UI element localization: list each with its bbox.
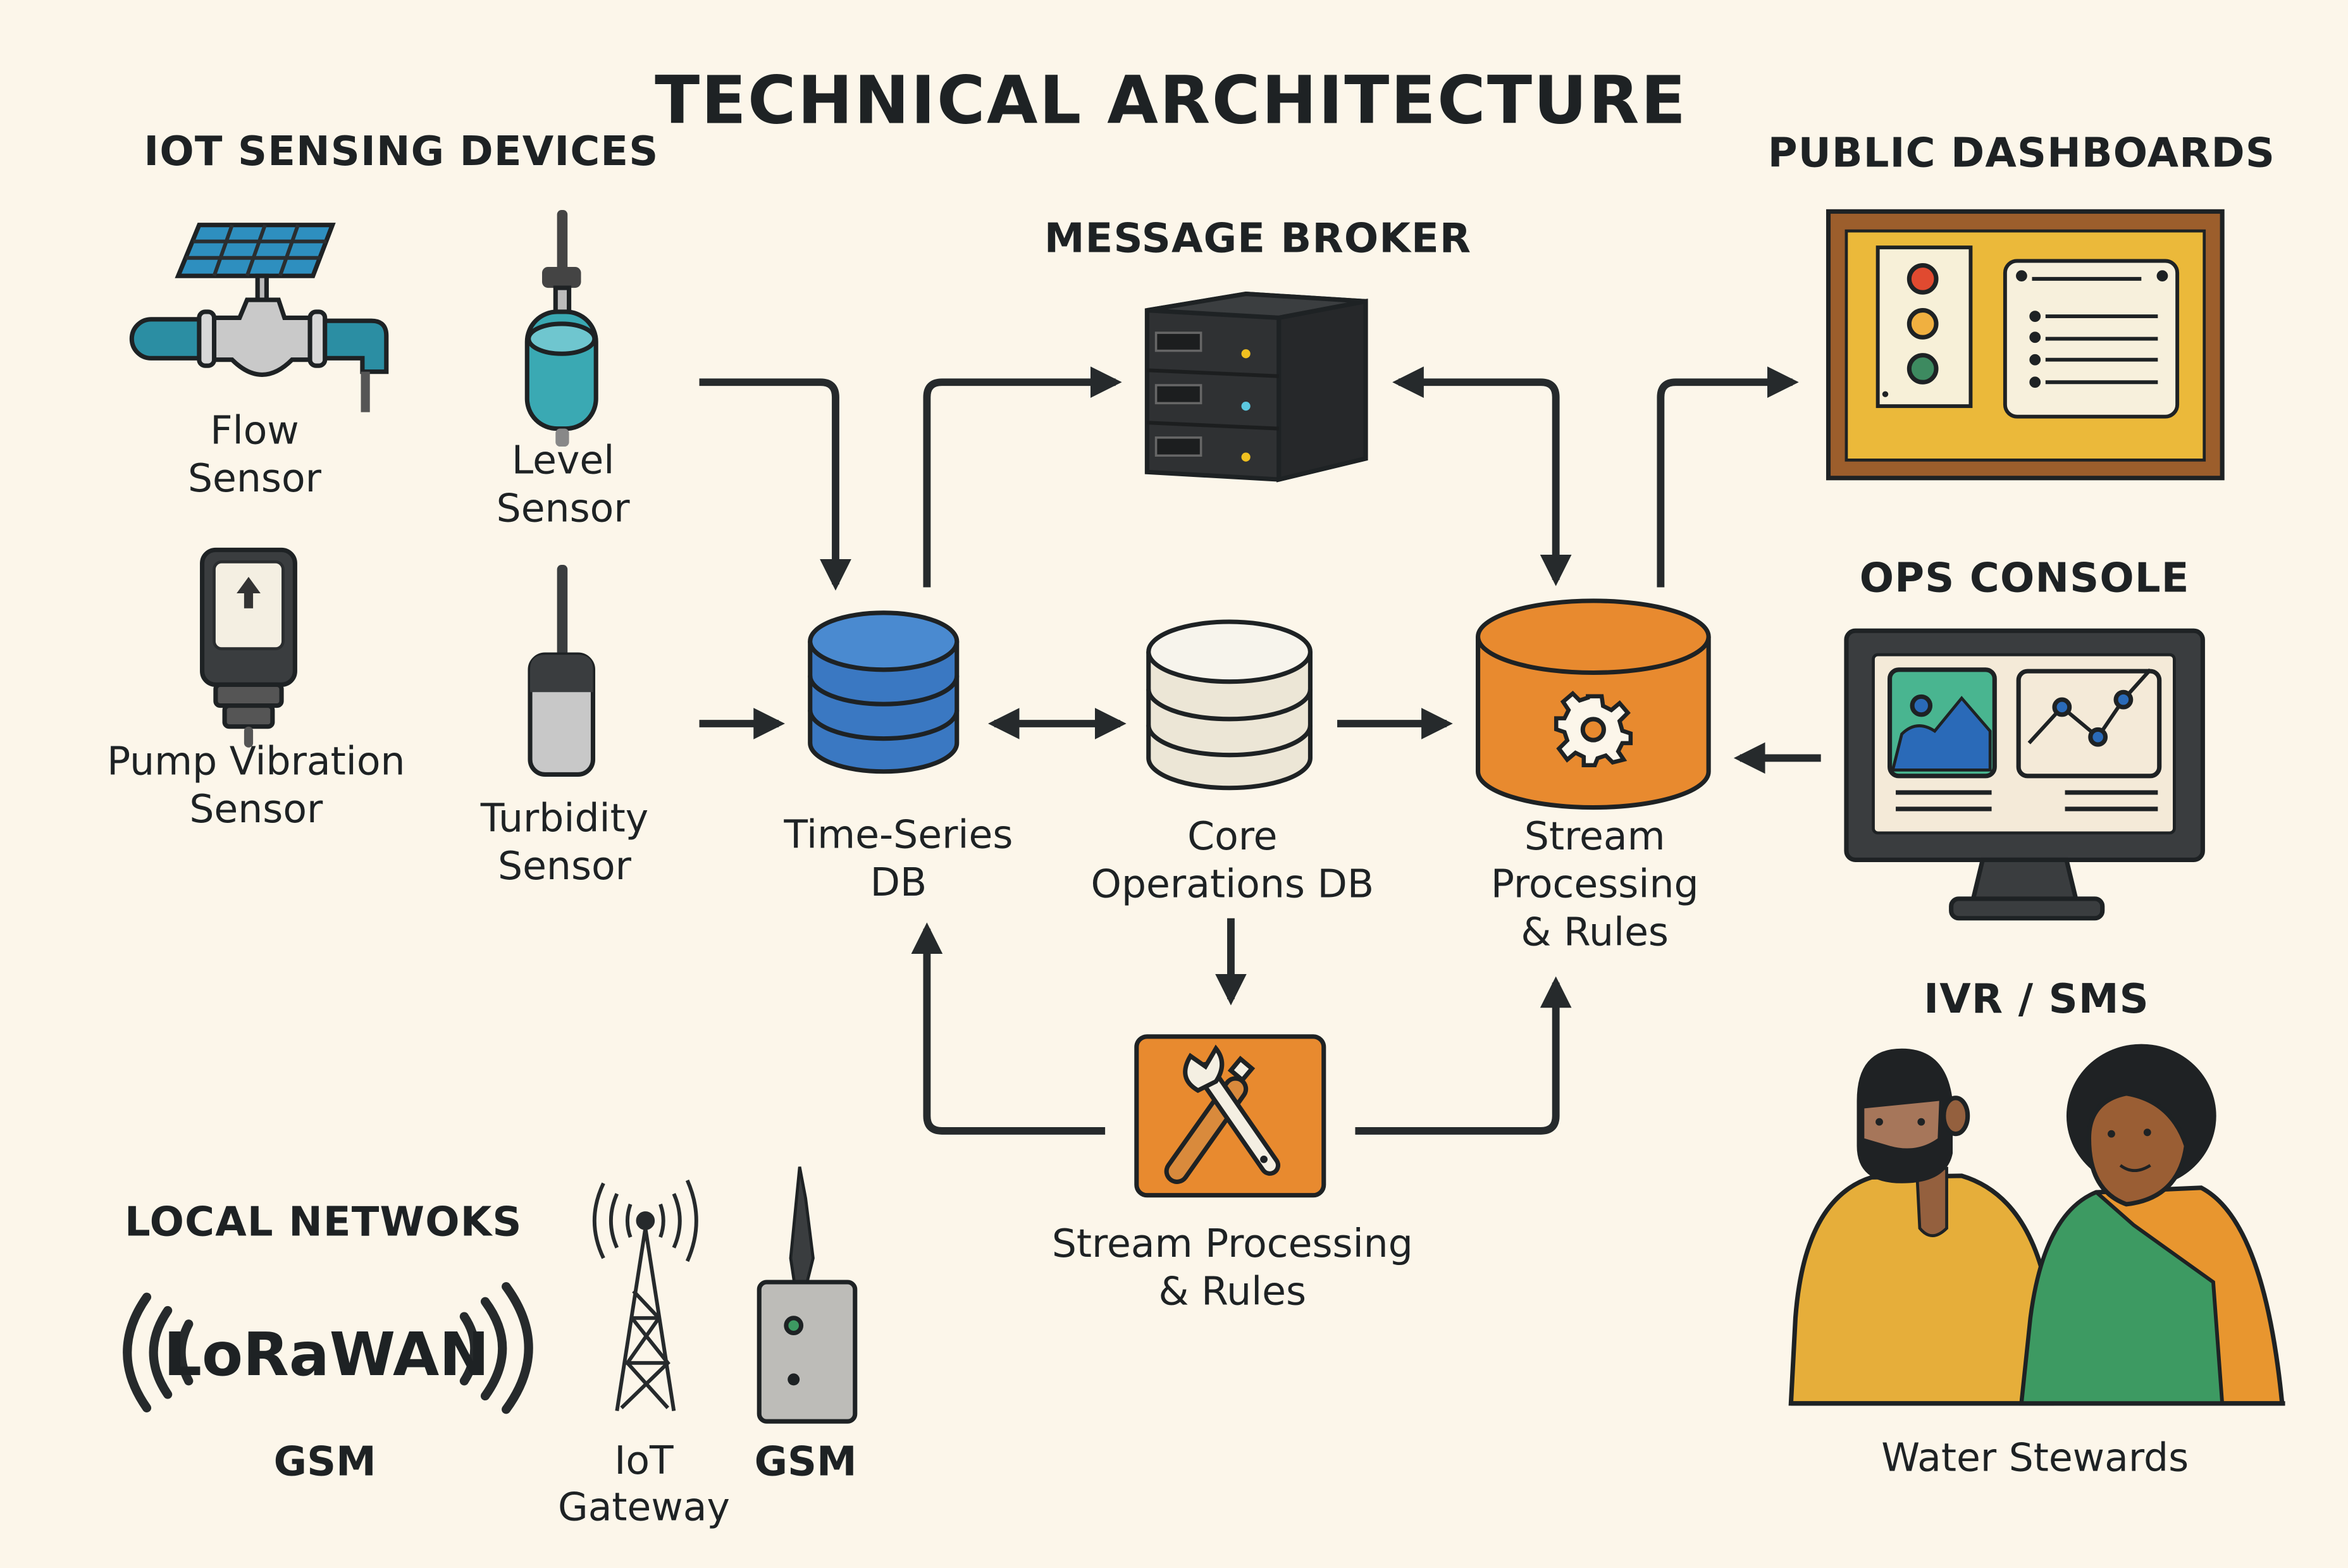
message-broker-heading: MESSAGE BROKER xyxy=(1044,215,1471,262)
flow-sensor-label-1: Flow xyxy=(210,407,299,453)
gsm-modem-label: GSM xyxy=(755,1438,857,1485)
lorawan-network[interactable]: LoRaWAN GSM xyxy=(123,1282,533,1485)
turbidity-sensor-label-2: Sensor xyxy=(498,843,632,889)
core-db-label-1: Core xyxy=(1187,813,1277,859)
gsm-modem[interactable]: GSM xyxy=(755,1166,858,1486)
status-red-icon xyxy=(1906,263,1939,295)
iot-gateway-label-2: Gateway xyxy=(558,1484,730,1529)
timeseries-label-1: Time-Series xyxy=(783,812,1013,857)
ops-console-heading: OPS CONSOLE xyxy=(1860,555,2190,602)
stream-label-3: & Rules xyxy=(1521,909,1669,954)
status-amber-icon xyxy=(1906,308,1939,340)
iot-gateway-label-1: IoT xyxy=(614,1438,674,1483)
water-stewards-label: Water Stewards xyxy=(1881,1435,2189,1480)
flow-sensor[interactable]: Flow Sensor xyxy=(129,223,389,501)
level-sensor[interactable]: Level Sensor xyxy=(497,209,631,531)
ivr-sms-heading: IVR / SMS xyxy=(1924,976,2149,1023)
arrow-tools-to-timeseries xyxy=(911,922,1106,1135)
tools-label-2: & Rules xyxy=(1159,1269,1307,1314)
lorawan-logo-text: LoRaWAN xyxy=(164,1320,490,1390)
turbidity-sensor[interactable]: Turbidity Sensor xyxy=(480,565,648,889)
timeseries-db[interactable]: Time-Series DB xyxy=(783,610,1013,905)
arrow-stream-to-dashboards xyxy=(1657,366,1799,588)
core-db-label-2: Operations DB xyxy=(1091,861,1375,907)
gsm-modem-icon xyxy=(757,1166,858,1424)
stream-label-2: Processing xyxy=(1491,861,1699,907)
message-broker-server-icon[interactable] xyxy=(1144,291,1368,483)
pump-sensor-label-1: Pump Vibration xyxy=(107,738,405,784)
man-avatar xyxy=(1788,1048,2054,1406)
stream-label-1: Stream xyxy=(1524,813,1665,859)
water-stewards[interactable]: Water Stewards xyxy=(1788,1044,2285,1481)
stream-processing-rules-tools[interactable]: Stream Processing & Rules xyxy=(1052,1034,1413,1314)
lorawan-caption: GSM xyxy=(274,1438,376,1485)
gear-icon xyxy=(1554,691,1633,767)
flow-sensor-label-2: Sensor xyxy=(188,455,322,501)
wrench-screwdriver-icon xyxy=(1164,1044,1281,1184)
pipe-valve-icon xyxy=(129,297,389,412)
vibration-sensor-icon xyxy=(200,547,297,748)
stream-processing-store[interactable]: Stream Processing & Rules xyxy=(1476,598,1711,954)
arrow-broker-stream xyxy=(1392,366,1572,586)
line-chart-widget-icon xyxy=(2016,668,2162,779)
pump-vibration-sensor[interactable]: Pump Vibration Sensor xyxy=(107,547,405,832)
iot-devices-heading: IOT SENSING DEVICES xyxy=(144,128,658,175)
arrow-sensors-to-timeseries xyxy=(699,378,851,591)
iot-gateway[interactable]: IoT Gateway xyxy=(558,1179,730,1529)
database-icon xyxy=(1146,619,1313,791)
lorawan-logo xyxy=(123,1282,533,1414)
connectors xyxy=(699,366,1821,1135)
woman-avatar xyxy=(2018,1044,2285,1406)
turbidity-sensor-label-1: Turbidity xyxy=(480,795,648,841)
solar-panel-icon xyxy=(175,223,336,302)
level-sensor-label-1: Level xyxy=(512,438,614,483)
public-dashboards-heading: PUBLIC DASHBOARDS xyxy=(1768,130,2275,176)
gear-database-icon xyxy=(1476,598,1711,810)
timeseries-label-2: DB xyxy=(870,860,927,905)
turbidity-probe-icon xyxy=(528,565,596,777)
arrow-tools-to-stream xyxy=(1355,976,1572,1135)
pump-sensor-label-2: Sensor xyxy=(189,786,323,832)
tools-label-1: Stream Processing xyxy=(1052,1221,1413,1266)
core-operations-db[interactable]: Core Operations DB xyxy=(1091,619,1375,907)
ops-console-monitor[interactable] xyxy=(1844,628,2205,921)
public-dashboard-board[interactable] xyxy=(1826,209,2225,481)
level-sensor-label-2: Sensor xyxy=(497,485,631,531)
page-title: TECHNICAL ARCHITECTURE xyxy=(655,62,1687,139)
status-green-icon xyxy=(1906,353,1939,385)
level-probe-icon xyxy=(524,209,598,447)
radio-tower-icon xyxy=(592,1179,698,1412)
arrow-timeseries-to-broker xyxy=(923,366,1122,588)
image-widget-icon xyxy=(1888,667,1997,779)
local-networks-heading: LOCAL NETWOKS xyxy=(125,1199,522,1246)
database-icon xyxy=(808,610,960,774)
